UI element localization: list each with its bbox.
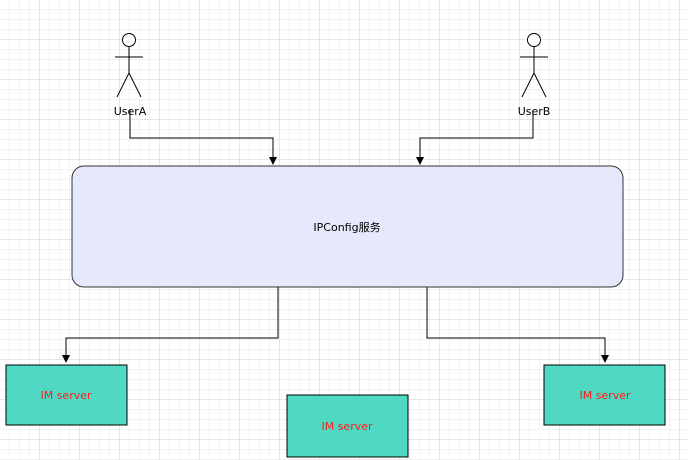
server-box bbox=[286, 394, 409, 458]
stick-figure-icon bbox=[520, 33, 548, 98]
edge-ipconfig-to-server-right bbox=[426, 287, 609, 363]
actor-label: UserA bbox=[114, 105, 147, 118]
server-box bbox=[5, 364, 128, 426]
edge-ipconfig-to-server-left bbox=[62, 287, 279, 363]
server-label: IM server bbox=[40, 389, 92, 402]
server-box bbox=[543, 364, 666, 426]
actor-userb[interactable]: UserB bbox=[518, 33, 551, 119]
im-server-right[interactable]: IM server bbox=[543, 364, 666, 426]
im-server-left[interactable]: IM server bbox=[5, 364, 128, 426]
ipconfig-service-node[interactable]: IPConfig服务 bbox=[71, 165, 624, 288]
actor-usera[interactable]: UserA bbox=[114, 33, 147, 119]
edge-userb-to-ipconfig bbox=[416, 110, 534, 165]
stick-figure-icon bbox=[115, 33, 143, 98]
server-label: IM server bbox=[321, 420, 373, 433]
service-box bbox=[71, 165, 624, 288]
service-label: IPConfig服务 bbox=[313, 221, 380, 234]
server-label: IM server bbox=[579, 389, 631, 402]
actor-label: UserB bbox=[518, 105, 551, 118]
im-server-center[interactable]: IM server bbox=[286, 394, 409, 458]
edge-usera-to-ipconfig bbox=[129, 110, 277, 165]
